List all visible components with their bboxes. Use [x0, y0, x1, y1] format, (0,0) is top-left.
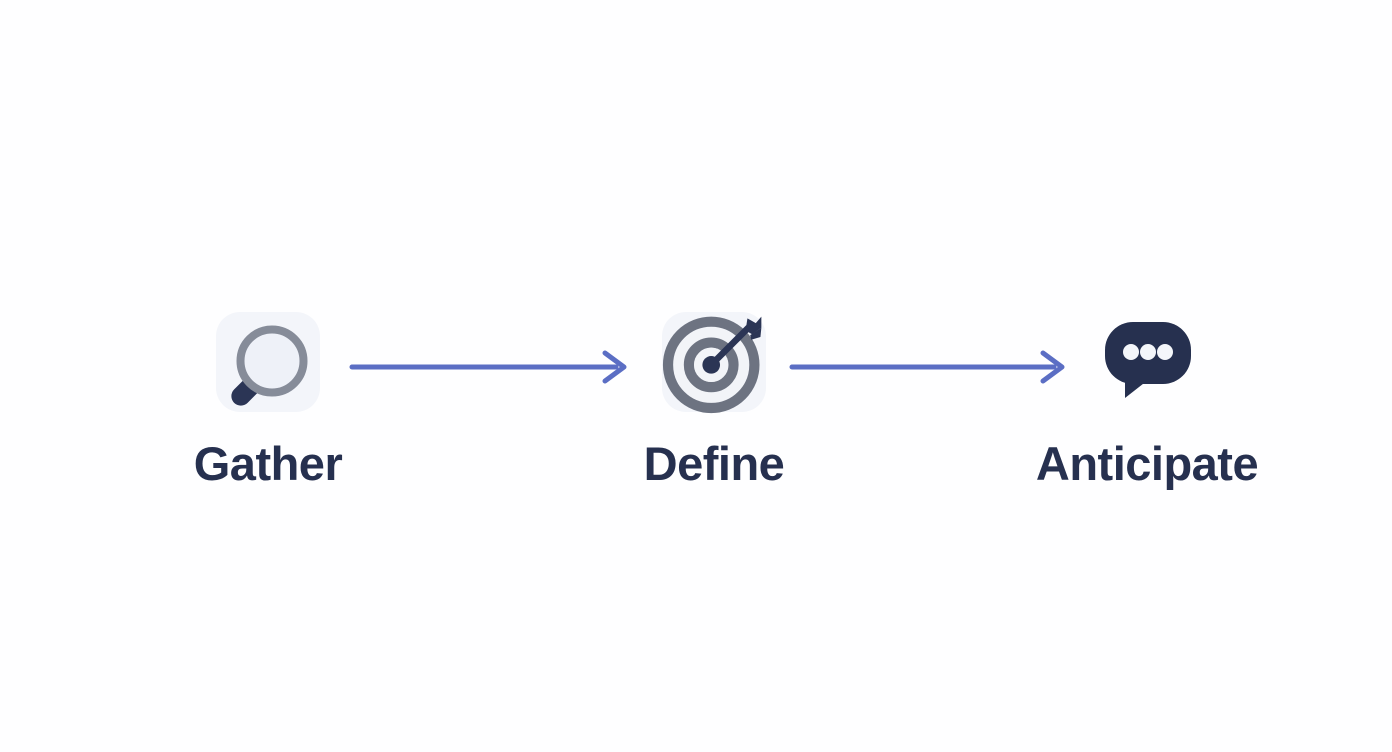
step-gather[interactable]: Gather [150, 312, 386, 487]
step-anticipate[interactable]: Anticipate [1029, 312, 1265, 487]
speech-bubble-dots-icon [1105, 322, 1191, 398]
target-bullseye-arrow-icon [662, 316, 762, 414]
step-gather-label: Gather [193, 437, 343, 490]
step-anticipate-label: Anticipate [1035, 437, 1259, 490]
step-define[interactable]: Define [596, 312, 832, 487]
step-define-label: Define [643, 437, 785, 490]
arrow-right-icon [789, 350, 1065, 384]
step-anticipate-icon-wrap [1095, 312, 1199, 414]
arrow-right-icon [349, 350, 627, 384]
step-gather-icon-wrap [216, 312, 320, 414]
step-define-icon-wrap [662, 312, 766, 414]
magnifying-glass-icon [231, 325, 308, 406]
